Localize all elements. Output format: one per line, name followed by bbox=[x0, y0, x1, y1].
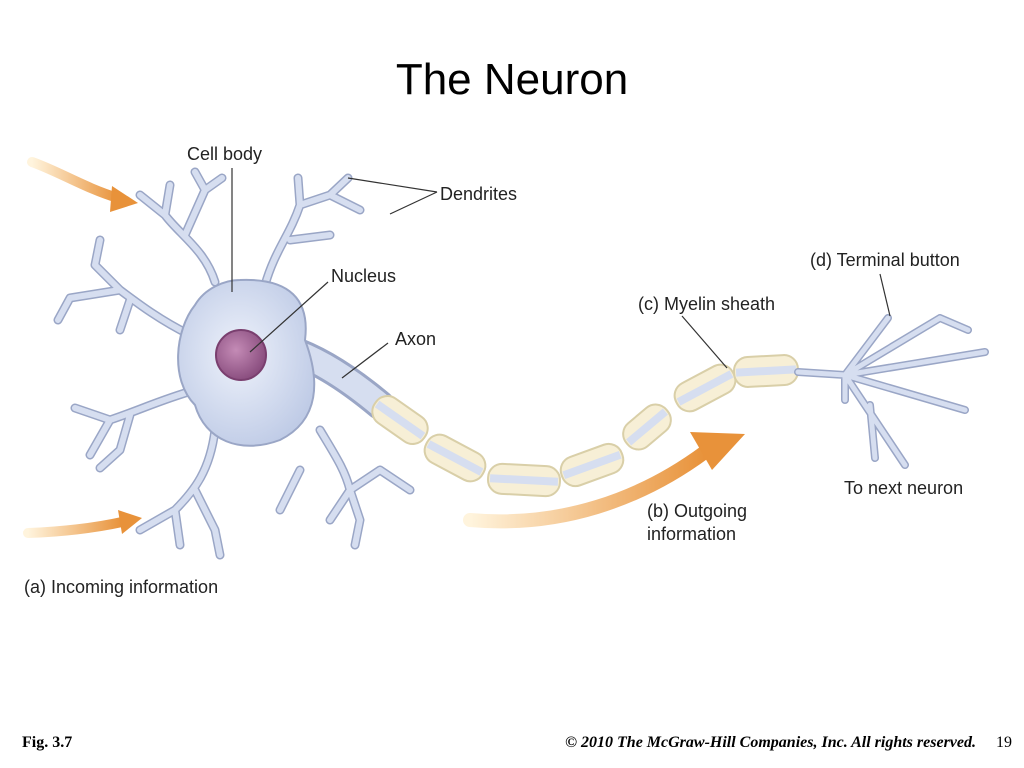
copyright-notice: © 2010 The McGraw-Hill Companies, Inc. A… bbox=[565, 734, 976, 751]
nucleus bbox=[215, 329, 267, 381]
page-number: 19 bbox=[996, 734, 1012, 751]
myelin-sheath bbox=[371, 354, 800, 498]
label-myelin-sheath: (c) Myelin sheath bbox=[638, 294, 775, 314]
label-cell-body: Cell body bbox=[187, 144, 262, 164]
figure-label: Fig. 3.7 bbox=[22, 734, 73, 751]
label-terminal-button: (d) Terminal button bbox=[810, 250, 960, 270]
label-outgoing-line2: information bbox=[647, 524, 736, 544]
dendrites bbox=[53, 167, 415, 560]
label-outgoing-line1: (b) Outgoing bbox=[647, 501, 747, 521]
label-axon: Axon bbox=[395, 329, 436, 349]
outgoing-arrow bbox=[463, 432, 745, 529]
axon-terminals bbox=[794, 314, 989, 469]
label-to-next-neuron: To next neuron bbox=[844, 478, 963, 498]
slide-title: The Neuron bbox=[395, 55, 629, 104]
label-nucleus: Nucleus bbox=[331, 266, 396, 286]
incoming-arrow-top bbox=[27, 157, 138, 212]
label-incoming-information: (a) Incoming information bbox=[24, 577, 218, 597]
label-dendrites: Dendrites bbox=[440, 184, 517, 204]
leader-lines bbox=[231, 168, 891, 379]
incoming-arrow-bottom bbox=[23, 510, 142, 538]
